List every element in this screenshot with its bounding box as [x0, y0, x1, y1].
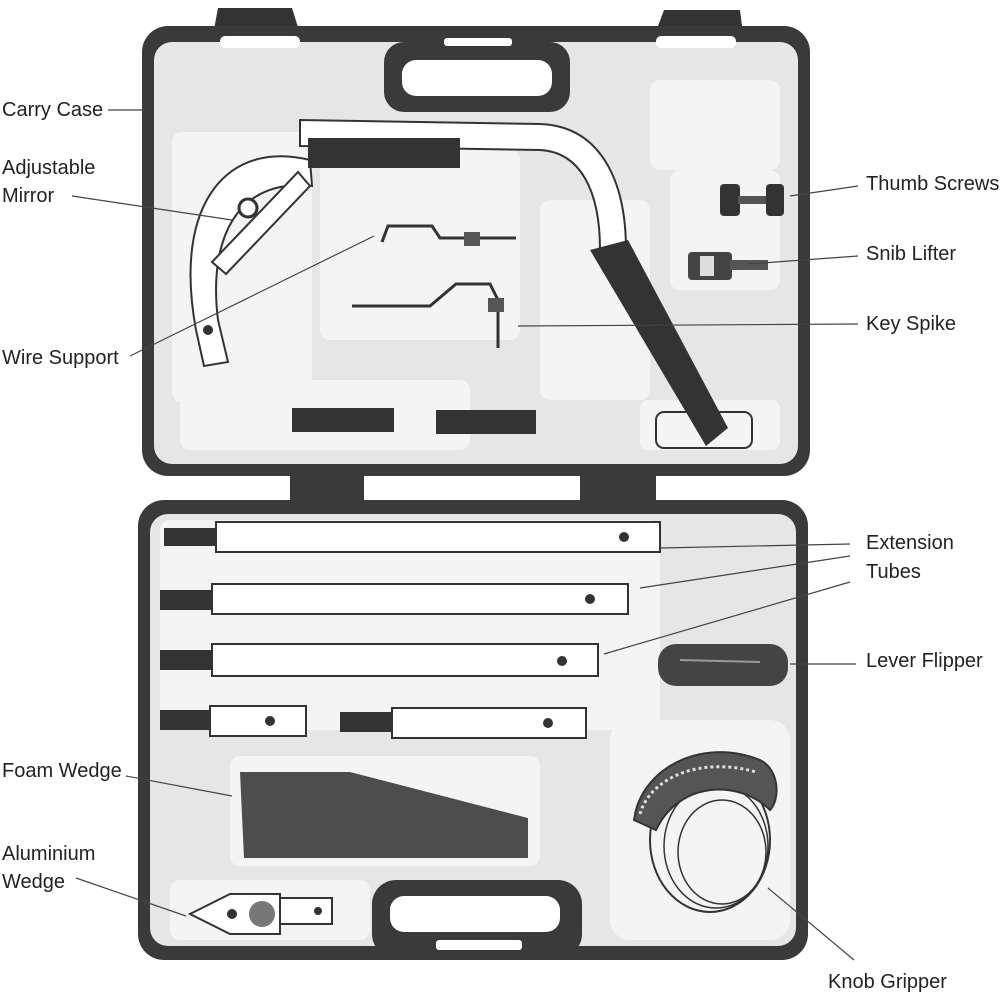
leader-lines — [71, 109, 859, 961]
lid-clip-slot-right — [656, 36, 736, 48]
lid-end-pocket — [655, 411, 753, 449]
lid-handle-slot — [444, 38, 512, 46]
case-base — [138, 500, 808, 960]
label-knob-gripper: Knob Gripper — [828, 971, 947, 993]
base-handle-slot — [436, 940, 522, 950]
label-thumb-screws: Thumb Screws — [866, 173, 999, 195]
extension-tube-3 — [160, 643, 599, 677]
extension-tube-5 — [340, 707, 587, 739]
base-handle-hole — [390, 896, 560, 932]
label-lever-flipper: Lever Flipper — [866, 650, 983, 672]
rod-grip-top — [308, 138, 460, 168]
lever-flipper — [658, 644, 788, 686]
wire-support-collar — [464, 232, 480, 246]
snib-lifter — [688, 252, 768, 280]
label-aluminium-wedge-line2: Wedge — [2, 871, 65, 893]
label-adjustable-mirror-line1: Adjustable — [2, 157, 95, 179]
label-snib-lifter: Snib Lifter — [866, 243, 956, 265]
extension-tube-4 — [160, 705, 307, 737]
mirror-arm — [189, 155, 314, 368]
hinge-right — [580, 474, 656, 504]
lid-clip-block-1 — [292, 408, 394, 432]
labels: Carry Case Adjustable Mirror Wire Suppor… — [2, 99, 999, 993]
lid-clip-slot-left — [220, 36, 300, 48]
label-foam-wedge: Foam Wedge — [2, 760, 122, 782]
label-adjustable-mirror-line2: Mirror — [2, 185, 55, 207]
thumb-screws — [720, 184, 784, 216]
lid-handle-hole — [402, 60, 552, 96]
label-aluminium-wedge-line1: Aluminium — [2, 843, 95, 865]
extension-tube-2 — [160, 583, 629, 615]
aluminium-wedge — [187, 893, 333, 935]
extension-tube-1 — [164, 521, 661, 553]
label-extension-tubes-line1: Extension — [866, 532, 954, 554]
rod-grip-long — [590, 240, 728, 446]
foam-wedge — [240, 772, 528, 858]
label-carry-case: Carry Case — [2, 99, 103, 121]
label-extension-tubes-line2: Tubes — [866, 561, 921, 583]
label-key-spike: Key Spike — [866, 313, 956, 335]
lid-clip-block-2 — [436, 410, 536, 434]
case-lid — [142, 8, 810, 476]
mirror-pivot — [237, 197, 259, 219]
knob-gripper — [632, 751, 778, 913]
arm-screw — [203, 325, 213, 335]
hinge-left — [290, 474, 364, 504]
label-wire-support: Wire Support — [2, 347, 119, 369]
mirror-head — [210, 170, 312, 276]
key-spike-collar — [488, 298, 504, 312]
